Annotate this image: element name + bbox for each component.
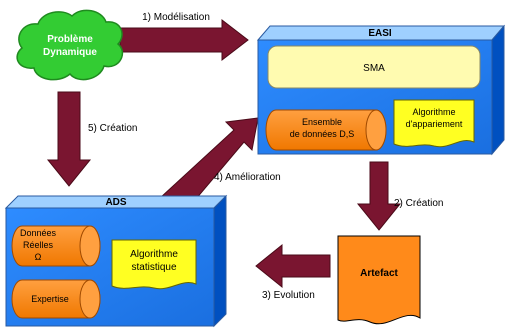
artefact-label: Artefact bbox=[360, 268, 398, 279]
easi-title: EASI bbox=[368, 28, 392, 39]
easi-box: EASI SMA Ensemble de données D,S Algorit… bbox=[256, 24, 506, 156]
donnees-reelles-line2: Réelles bbox=[23, 240, 54, 250]
arrow-creation-2 bbox=[356, 161, 402, 231]
label-creation-2: 2) Création bbox=[394, 198, 443, 209]
label-creation-5: 5) Création bbox=[88, 123, 137, 134]
dataset-cylinder: Ensemble de données D,S bbox=[265, 109, 387, 151]
dataset-label-line1: Ensemble bbox=[302, 117, 342, 127]
label-amelioration: 4) Amélioration bbox=[214, 172, 281, 183]
dataset-label-line2: de données D,S bbox=[290, 129, 355, 139]
algo-statistique-line1: Algorithme bbox=[130, 249, 178, 260]
algo-statistique-line2: statistique bbox=[131, 262, 176, 273]
sma-panel bbox=[267, 45, 481, 89]
algo-statistique-note: Algorithme statistique bbox=[111, 239, 197, 290]
donnees-reelles-line1: Données bbox=[20, 228, 57, 238]
label-evolution: 3) Evolution bbox=[262, 290, 315, 301]
ads-box: ADS Données Réelles Ω Expertise Algorith… bbox=[4, 194, 228, 328]
ads-title: ADS bbox=[105, 197, 126, 208]
cloud-label-line1: Problème bbox=[47, 34, 93, 45]
arrow-creation-5 bbox=[46, 91, 92, 187]
donnees-reelles-cylinder: Données Réelles Ω bbox=[11, 225, 101, 267]
sma-label: SMA bbox=[363, 63, 385, 74]
donnees-reelles-line3: Ω bbox=[35, 252, 42, 262]
algo-appariement-line1: Algorithme bbox=[412, 107, 455, 117]
cloud-label-line2: Dynamique bbox=[43, 47, 97, 58]
algo-appariement-note: Algorithme d'appariement bbox=[393, 99, 475, 148]
arrow-evolution bbox=[255, 243, 331, 289]
expertise-label: Expertise bbox=[31, 294, 69, 304]
expertise-cylinder: Expertise bbox=[11, 279, 101, 319]
arrow-modelisation bbox=[119, 18, 249, 62]
cloud-probleme-dynamique: Problème Dynamique bbox=[16, 9, 124, 81]
label-modelisation: 1) Modélisation bbox=[142, 12, 210, 23]
artefact-document: Artefact bbox=[337, 235, 421, 325]
algo-appariement-line2: d'appariement bbox=[406, 119, 463, 129]
